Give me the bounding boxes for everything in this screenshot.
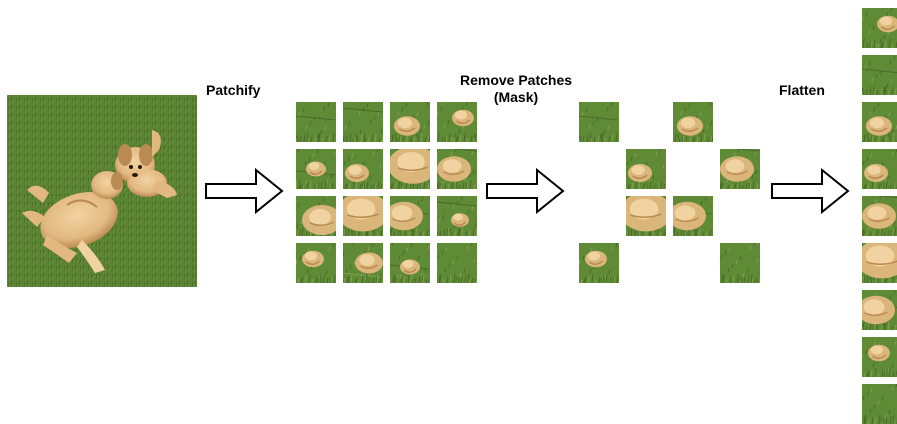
remove-patches-label: Remove Patches (Mask): [446, 72, 586, 106]
flattened-patch-tile: [862, 290, 897, 330]
patch-tile: [296, 102, 336, 142]
patch-tile: [343, 149, 383, 189]
remove-patches-label-line1: Remove Patches: [459, 72, 573, 88]
kept-patch-tile: [673, 196, 713, 236]
flatten-label: Flatten: [779, 82, 825, 98]
patch-tile: [296, 196, 336, 236]
arrow-grid-to-masked: [486, 168, 565, 214]
kept-patch-tile: [626, 149, 666, 189]
patch-tile: [296, 243, 336, 283]
patch-tile: [296, 149, 336, 189]
patch-tile: [437, 102, 477, 142]
flattened-patch-tile: [862, 337, 897, 377]
flattened-patch-tile: [862, 384, 897, 424]
kept-patch-tile: [720, 149, 760, 189]
flattened-patch-tile: [862, 102, 897, 142]
kept-patch-tile: [626, 196, 666, 236]
flattened-patch-tile: [862, 8, 897, 48]
patch-tile: [390, 243, 430, 283]
kept-patch-tile: [720, 243, 760, 283]
flattened-patch-column: [862, 8, 897, 424]
kept-patch-tile: [673, 102, 713, 142]
patch-tile: [343, 102, 383, 142]
patch-tile: [437, 149, 477, 189]
arrow-masked-to-flatten: [771, 168, 850, 214]
remove-patches-label-line2: (Mask): [493, 89, 539, 105]
flattened-patch-tile: [862, 196, 897, 236]
patch-tile: [390, 149, 430, 189]
masked-patch-grid: [579, 102, 760, 283]
patch-grid: [296, 102, 477, 283]
patch-tile: [343, 243, 383, 283]
dog-photo-image: [7, 95, 197, 287]
original-dog-photo: [7, 95, 197, 287]
patch-tile: [390, 102, 430, 142]
arrow-patchify-to-grid: [205, 168, 284, 214]
patch-tile: [437, 243, 477, 283]
patch-tile: [343, 196, 383, 236]
flattened-patch-tile: [862, 55, 897, 95]
patchify-label: Patchify: [206, 82, 261, 98]
flattened-patch-tile: [862, 243, 897, 283]
patch-tile: [437, 196, 477, 236]
kept-patch-tile: [579, 243, 619, 283]
patch-tile: [390, 196, 430, 236]
kept-patch-tile: [579, 102, 619, 142]
flattened-patch-tile: [862, 149, 897, 189]
